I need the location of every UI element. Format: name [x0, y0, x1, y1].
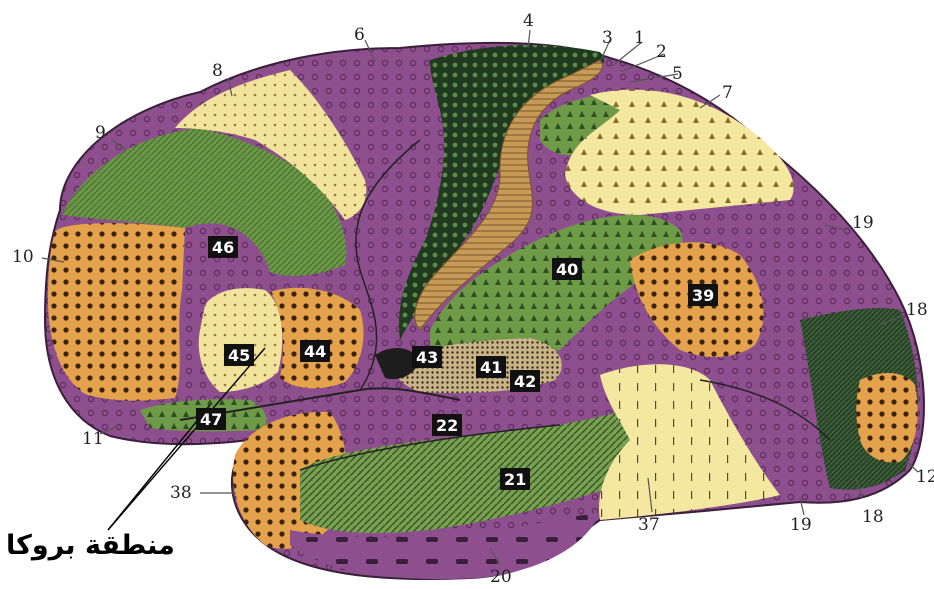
- svg-text:42: 42: [514, 372, 536, 391]
- label-20: 20: [490, 567, 512, 587]
- label-4: 4: [523, 11, 534, 31]
- svg-text:21: 21: [504, 470, 526, 489]
- svg-text:44: 44: [304, 342, 326, 361]
- box-45: 45: [224, 344, 254, 366]
- svg-text:39: 39: [692, 286, 714, 305]
- box-42: 42: [510, 370, 540, 392]
- label-6: 6: [354, 25, 365, 45]
- label-19-bottom: 19: [790, 515, 812, 535]
- label-5: 5: [672, 64, 683, 84]
- label-7: 7: [722, 83, 733, 103]
- box-39: 39: [688, 284, 718, 306]
- box-46: 46: [208, 236, 238, 258]
- area-44: [270, 288, 364, 389]
- svg-text:45: 45: [228, 346, 250, 365]
- svg-text:43: 43: [416, 348, 438, 367]
- broca-area-caption: منطقة بروكا: [6, 530, 196, 561]
- label-11: 11: [82, 429, 104, 449]
- label-37: 37: [638, 515, 660, 535]
- label-3: 3: [602, 28, 613, 48]
- area-10: [48, 223, 185, 401]
- box-40: 40: [552, 258, 582, 280]
- box-43: 43: [412, 346, 442, 368]
- box-21: 21: [500, 468, 530, 490]
- label-38: 38: [170, 483, 192, 503]
- label-10: 10: [12, 247, 34, 267]
- label-18-top: 18: [906, 300, 928, 320]
- label-8: 8: [212, 61, 223, 81]
- box-41: 41: [476, 356, 506, 378]
- area-17: [856, 373, 917, 463]
- label-2: 2: [656, 42, 667, 62]
- svg-text:47: 47: [200, 410, 222, 429]
- label-1: 1: [634, 28, 645, 48]
- label-19-top: 19: [852, 213, 874, 233]
- box-44: 44: [300, 340, 330, 362]
- svg-text:41: 41: [480, 358, 502, 377]
- svg-text:40: 40: [556, 260, 578, 279]
- label-9: 9: [95, 123, 106, 143]
- box-22: 22: [432, 414, 462, 436]
- svg-text:46: 46: [212, 238, 234, 257]
- label-12: 12: [916, 467, 934, 487]
- box-47: 47: [196, 408, 226, 430]
- label-18-bottom: 18: [862, 507, 884, 527]
- svg-text:22: 22: [436, 416, 458, 435]
